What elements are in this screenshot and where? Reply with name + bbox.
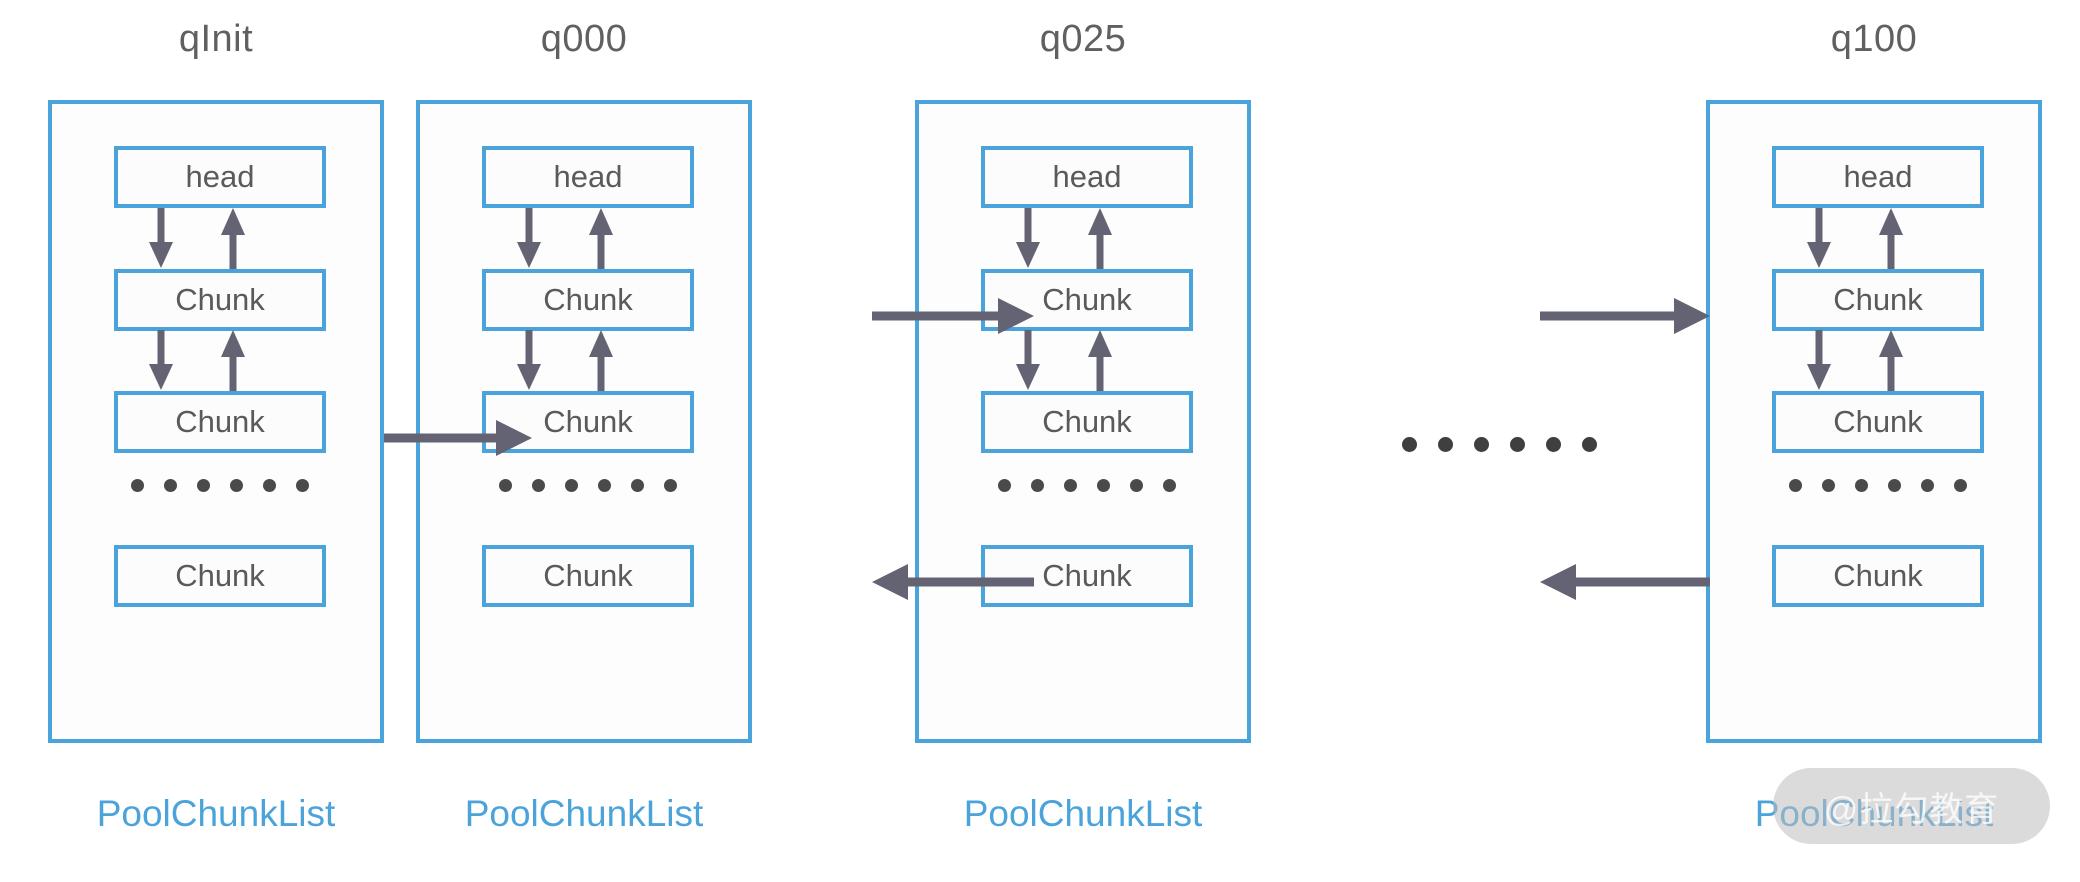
column-qinit: qInit head Chunk Chunk Chunk (48, 0, 384, 882)
ellipsis-icon-q025 (919, 479, 1255, 492)
connector-arrow-q025-to-q000 (872, 564, 1034, 600)
link-arrows-head-chunk-qinit (149, 208, 245, 269)
link-arrows-chunk1-chunk2-q100 (1807, 330, 1903, 391)
connector-arrow-q000-to-q025 (872, 298, 1034, 334)
column-footer-q025: PoolChunkList (963, 793, 1203, 834)
node-chunk-last-q100: Chunk (1772, 545, 1984, 607)
watermark-badge: @拉勾教育 (1773, 768, 2050, 844)
column-footer-q000: PoolChunkList (464, 793, 704, 834)
ellipsis-icon-q100 (1710, 479, 2046, 492)
column-title-q025: q025 (1039, 18, 1127, 60)
node-chunk-1-q100: Chunk (1772, 269, 1984, 331)
connector-arrow-q100-to-gap (1540, 564, 1710, 600)
ellipsis-icon-between-columns (1402, 437, 1597, 452)
column-q100: q100 head Chunk Chunk Chunk (1706, 0, 2042, 882)
column-q025: q025 head Chunk Chunk Chunk (915, 0, 1251, 882)
watermark-text: @拉勾教育 (1823, 790, 2000, 829)
node-head-qinit: head (114, 146, 326, 208)
column-footer-qinit: PoolChunkList (96, 793, 336, 834)
link-arrows-head-chunk-q100 (1807, 208, 1903, 269)
node-head-q000: head (482, 146, 694, 208)
link-arrows-head-chunk-q000 (517, 208, 613, 269)
link-arrows-chunk1-chunk2-qinit (149, 330, 245, 391)
column-title-q100: q100 (1830, 18, 1918, 60)
poolchunklist-box-q100: head Chunk Chunk Chunk (1706, 100, 2042, 743)
column-title-q000: q000 (540, 18, 628, 60)
node-chunk-2-qinit: Chunk (114, 391, 326, 453)
poolchunklist-box-q025: head Chunk Chunk Chunk (915, 100, 1251, 743)
poolchunklist-box-qinit: head Chunk Chunk Chunk (48, 100, 384, 743)
ellipsis-icon-qinit (52, 479, 388, 492)
link-arrows-head-chunk-q025 (1016, 208, 1112, 269)
poolchunklist-box-q000: head Chunk Chunk Chunk (416, 100, 752, 743)
node-chunk-last-qinit: Chunk (114, 545, 326, 607)
column-title-qinit: qInit (178, 18, 254, 60)
node-chunk-1-q000: Chunk (482, 269, 694, 331)
column-q000: q000 head Chunk Chunk Chunk (416, 0, 752, 882)
link-arrows-chunk1-chunk2-q025 (1016, 330, 1112, 391)
node-chunk-last-q025: Chunk (981, 545, 1193, 607)
node-chunk-2-q100: Chunk (1772, 391, 1984, 453)
ellipsis-icon-q000 (420, 479, 756, 492)
link-arrows-chunk1-chunk2-q000 (517, 330, 613, 391)
node-chunk-1-qinit: Chunk (114, 269, 326, 331)
node-chunk-2-q025: Chunk (981, 391, 1193, 453)
connector-arrow-gap-to-q100 (1540, 298, 1710, 334)
connector-arrow-qinit-to-q000 (384, 420, 532, 456)
node-head-q025: head (981, 146, 1193, 208)
node-chunk-last-q000: Chunk (482, 545, 694, 607)
node-head-q100: head (1772, 146, 1984, 208)
